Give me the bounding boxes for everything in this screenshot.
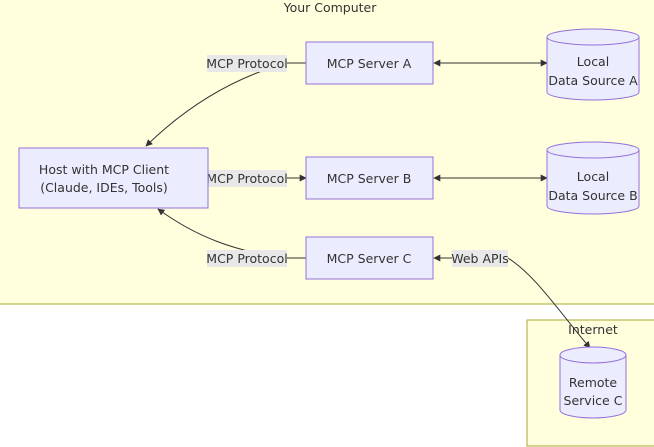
edge-label-protocol-c: MCP Protocol: [206, 250, 288, 267]
cylinder-b-body: [546, 141, 640, 215]
cylinder-c-top-rim: [559, 354, 627, 364]
cylinder-a-body: [546, 28, 640, 101]
node-host-line-2: (Claude, IDEs, Tools): [40, 180, 168, 195]
node-server-c[interactable]: MCP Server C: [305, 236, 434, 280]
node-local-data-source-b[interactable]: Local Data Source B: [546, 141, 640, 215]
node-local-a-line-1: Local: [577, 54, 609, 69]
edge-label-protocol-b: MCP Protocol: [206, 170, 288, 187]
cylinder-a-top-rim: [546, 36, 640, 46]
node-host-box: [18, 147, 209, 209]
edge-label-protocol-a-text: MCP Protocol: [206, 56, 287, 71]
edge-label-web-apis-bg: [452, 250, 508, 267]
edge-label-protocol-c-bg: [207, 250, 287, 267]
node-remote-service-c[interactable]: Remote Service C: [559, 346, 627, 419]
edge-label-protocol-c-text: MCP Protocol: [206, 251, 287, 266]
node-remote-c-line-2: Service C: [564, 393, 623, 408]
node-server-a-label: MCP Server A: [327, 56, 412, 71]
node-host[interactable]: Host with MCP Client (Claude, IDEs, Tool…: [18, 147, 209, 209]
node-server-c-box: [305, 236, 434, 280]
cluster-your-computer-title: Your Computer: [283, 0, 378, 15]
cluster-internet-title: Internet: [568, 322, 618, 337]
node-host-line-1: Host with MCP Client: [39, 162, 169, 177]
node-server-a-box: [305, 41, 434, 85]
node-server-c-label: MCP Server C: [327, 251, 412, 266]
edge-label-web-apis-text: Web APIs: [451, 251, 509, 266]
cylinder-b-top-rim: [546, 149, 640, 159]
node-remote-c-line-1: Remote: [569, 375, 618, 390]
node-server-b[interactable]: MCP Server B: [305, 156, 434, 200]
edge-server-c-remote-c: [434, 258, 590, 348]
edge-label-web-apis: Web APIs: [451, 250, 509, 267]
node-local-data-source-a[interactable]: Local Data Source A: [546, 28, 640, 101]
edge-label-protocol-b-text: MCP Protocol: [206, 171, 287, 186]
edge-label-protocol-a: MCP Protocol: [206, 55, 288, 72]
edge-label-protocol-b-bg: [207, 170, 287, 187]
edge-label-protocol-a-bg: [207, 55, 287, 72]
cylinder-c-body: [559, 346, 627, 419]
node-server-b-label: MCP Server B: [327, 171, 412, 186]
node-server-b-box: [305, 156, 434, 200]
node-local-a-line-2: Data Source A: [548, 73, 638, 88]
node-local-b-line-1: Local: [577, 169, 609, 184]
node-local-b-line-2: Data Source B: [548, 188, 637, 203]
node-server-a[interactable]: MCP Server A: [305, 41, 434, 85]
